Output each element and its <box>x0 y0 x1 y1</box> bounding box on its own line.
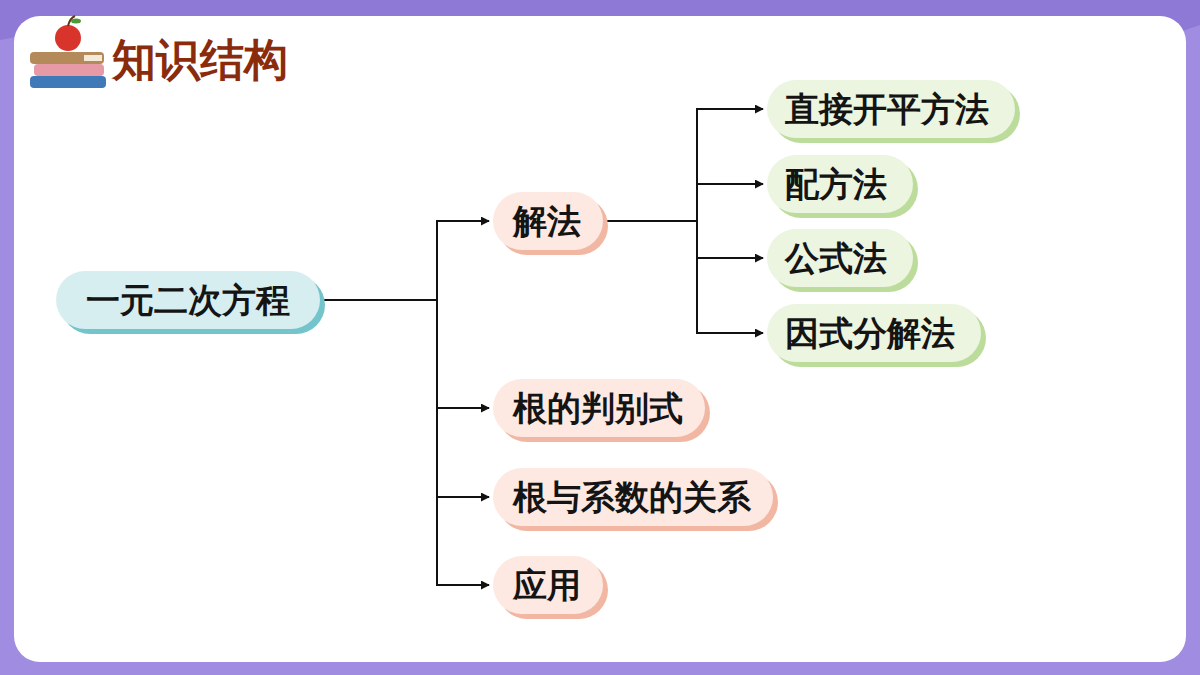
apple-leaf <box>71 19 81 24</box>
book <box>34 64 104 76</box>
topic-label: 公式法 <box>785 229 887 287</box>
topic-pill: 直接开平方法 <box>767 80 1015 138</box>
topic-pill: 解法 <box>493 192 603 250</box>
topic-pill: 根的判别式 <box>493 379 705 437</box>
book <box>30 76 106 88</box>
books-icon <box>30 16 106 88</box>
connector-arrow <box>320 300 489 408</box>
topic-label: 根与系数的关系 <box>513 468 751 526</box>
topic-label: 根的判别式 <box>513 379 683 437</box>
topic-pill: 公式法 <box>767 229 913 287</box>
topic-label: 直接开平方法 <box>785 80 989 138</box>
topic-label: 因式分解法 <box>785 304 955 362</box>
connector-arrow <box>603 221 763 258</box>
topic-pill: 一元二次方程 <box>56 271 320 329</box>
connector-arrow <box>603 184 763 221</box>
topic-label: 解法 <box>513 192 581 250</box>
apple <box>55 25 81 51</box>
connector-arrow <box>320 300 489 497</box>
panel <box>14 16 1186 662</box>
topic-pill: 因式分解法 <box>767 304 981 362</box>
connector-arrow <box>603 109 763 221</box>
book <box>30 52 104 64</box>
topic-pill: 根与系数的关系 <box>493 468 773 526</box>
book-pages <box>84 55 102 61</box>
topic-label: 配方法 <box>785 155 887 213</box>
connector-arrow <box>320 221 489 300</box>
connector-arrow <box>320 300 489 585</box>
topic-label: 一元二次方程 <box>86 271 290 329</box>
topic-pill: 配方法 <box>767 155 913 213</box>
slide-title: 知识结构 <box>112 30 288 90</box>
topic-pill: 应用 <box>493 556 603 614</box>
topic-label: 应用 <box>513 556 581 614</box>
connector-arrow <box>603 221 763 333</box>
